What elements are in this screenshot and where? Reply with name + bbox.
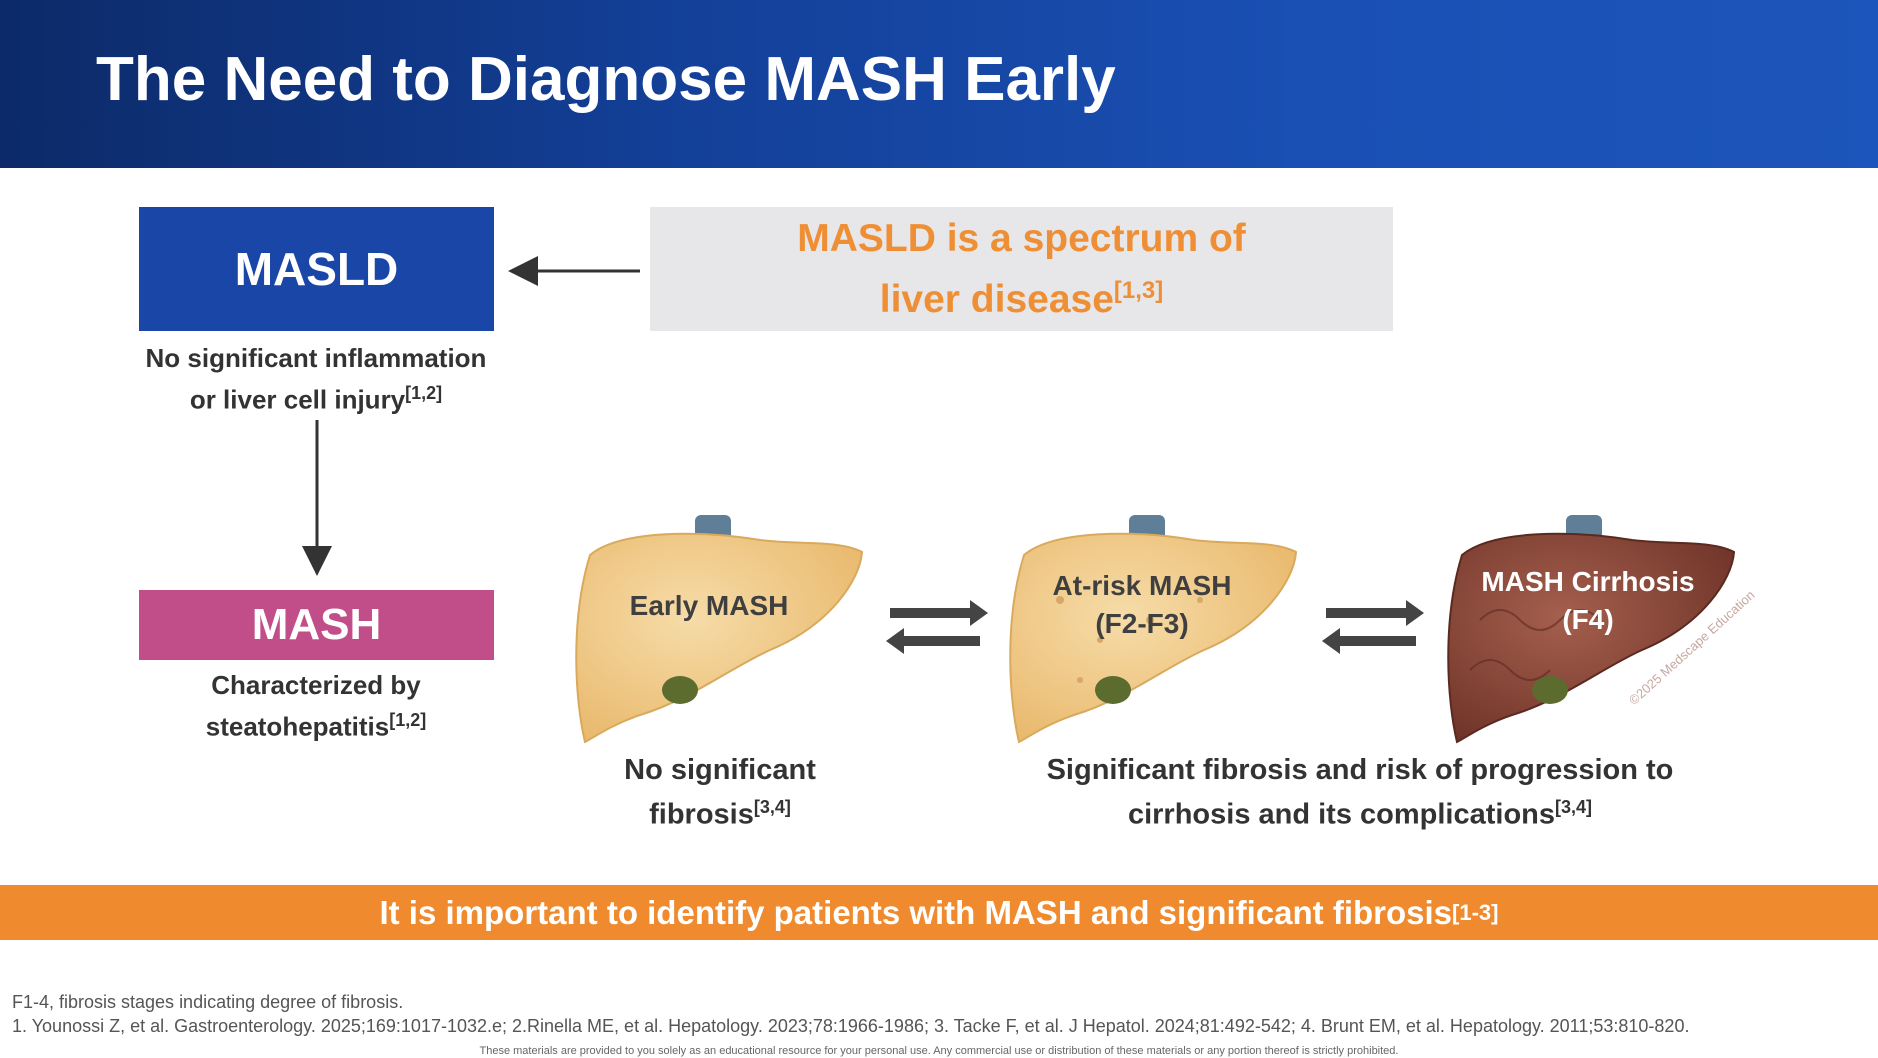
masld-caption-line2: or liver cell injury (189, 384, 406, 415)
mash-box: MASH (139, 590, 494, 660)
footnote-references: 1. Younossi Z, et al. Gastroenterology. … (12, 1016, 1690, 1036)
key-message-banner: It is important to identify patients wit… (0, 885, 1878, 940)
no-fibrosis-caption: No significant fibrosis[3,4] (580, 752, 860, 834)
mash-caption-line1: Characterized by (211, 670, 421, 700)
no-fibrosis-ref: [3,4] (753, 797, 791, 817)
banner-ref: [1-3] (1452, 899, 1499, 925)
sig-fibrosis-line1: Significant fibrosis and risk of progres… (1046, 754, 1674, 786)
liver-label-at-risk-mash-line1: At-risk MASH (1052, 570, 1232, 601)
footnote-definition: F1-4, fibrosis stages indicating degree … (12, 992, 404, 1012)
mash-caption-ref: [1,2] (389, 710, 427, 730)
masld-caption-line1: No significant inflammation (145, 343, 487, 373)
mash-label: MASH (251, 600, 382, 649)
mash-caption: Characterized by steatohepatitis[1,2] (146, 668, 486, 745)
banner-text: It is important to identify patients wit… (379, 893, 1453, 931)
spectrum-line2: liver disease (879, 277, 1114, 321)
mash-caption-line2: steatohepatitis (205, 711, 390, 742)
masld-caption-ref: [1,2] (405, 383, 443, 403)
liver-early-mash-icon (575, 515, 864, 744)
liver-label-at-risk-mash: At-risk MASH (F2-F3) (1022, 567, 1262, 643)
liver-label-cirrhosis-line1: MASH Cirrhosis (1481, 566, 1695, 597)
disclaimer: These materials are provided to you sole… (479, 1045, 1399, 1057)
spectrum-box: MASLD is a spectrum of liver disease[1,3… (650, 207, 1393, 331)
liver-cirrhosis-icon (1447, 515, 1736, 744)
bidirectional-arrow-1 (886, 600, 988, 654)
liver-at-risk-mash-icon (1009, 515, 1298, 744)
sig-fibrosis-ref: [3,4] (1555, 797, 1593, 817)
no-fibrosis-line2: fibrosis (649, 798, 754, 831)
spectrum-ref: [1,3] (1113, 276, 1164, 304)
masld-box: MASLD (139, 207, 494, 331)
liver-label-early-mash-line1: Early MASH (629, 590, 789, 621)
no-fibrosis-line1: No significant (624, 754, 816, 786)
significant-fibrosis-caption: Significant fibrosis and risk of progres… (990, 752, 1730, 834)
liver-label-cirrhosis-line2: (F4) (1562, 604, 1614, 635)
spectrum-line2-wrap: liver disease[1,3] (880, 265, 1164, 326)
masld-label: MASLD (234, 243, 399, 295)
masld-caption: No significant inflammation or liver cel… (116, 341, 516, 418)
spectrum-line1: MASLD is a spectrum of (797, 216, 1246, 260)
slide-title: The Need to Diagnose MASH Early (96, 45, 1116, 114)
slide-header: The Need to Diagnose MASH Early (0, 0, 1878, 168)
liver-label-at-risk-mash-line2: (F2-F3) (1095, 608, 1189, 639)
sig-fibrosis-line2: cirrhosis and its complications (1127, 798, 1556, 831)
bidirectional-arrow-2 (1322, 600, 1424, 654)
liver-label-cirrhosis: MASH Cirrhosis (F4) (1448, 563, 1728, 639)
liver-label-early-mash: Early MASH (600, 587, 818, 625)
